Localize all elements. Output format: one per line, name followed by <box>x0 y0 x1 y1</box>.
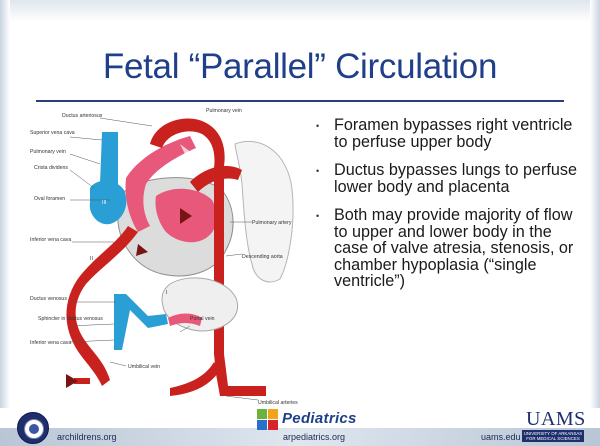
bullet-text: Foramen bypasses right ventricle to perf… <box>334 116 572 151</box>
label-crista-dividens: Crista dividens <box>34 165 68 171</box>
label-oval-foramen: Oval foramen <box>34 196 65 202</box>
footer-right-url[interactable]: uams.edu <box>481 432 521 442</box>
footer-center-url[interactable]: arpediatrics.org <box>283 432 345 442</box>
bullet-text: Ductus bypasses lungs to perfuse lower b… <box>334 161 577 196</box>
bullet-list: • Foramen bypasses right ventricle to pe… <box>316 117 588 302</box>
label-ductus-venosus: Ductus venosus <box>30 296 67 302</box>
pediatrics-logo: Pediatrics <box>257 409 353 431</box>
pediatrics-square-blue-icon <box>257 420 267 430</box>
label-pulmonary-vein-left: Pulmonary vein <box>30 149 66 155</box>
childrens-hospital-seal-icon <box>17 412 49 444</box>
bullet-item: • Foramen bypasses right ventricle to pe… <box>316 117 588 150</box>
title-underline <box>36 100 564 102</box>
label-pulmonary-vein-top: Pulmonary vein <box>206 108 242 114</box>
label-roman-ii: II <box>90 256 93 262</box>
uams-subtitle-line-2: FOR MEDICAL SCIENCES <box>522 436 584 441</box>
pediatrics-square-orange-icon <box>268 409 278 419</box>
label-umbilical-arteries: Umbilical arteries <box>258 400 298 406</box>
label-inferior-vena-cava: Inferior vena cava <box>30 237 71 243</box>
label-ductus-arteriosus: Ductus arteriosus <box>62 113 103 119</box>
seal-inner-ring <box>24 419 44 439</box>
slide-title: Fetal “Parallel” Circulation <box>0 47 600 87</box>
label-superior-vena-cava: Superior vena cava <box>30 130 75 136</box>
footer-left-url[interactable]: archildrens.org <box>57 432 117 442</box>
label-descending-aorta: Descending aorta <box>242 254 283 260</box>
bullet-dot-icon: • <box>316 163 319 180</box>
diagram-labels: Ductus arteriosus Pulmonary vein Superio… <box>30 104 305 410</box>
label-roman-iii: III <box>102 200 106 206</box>
bullet-text: Both may provide majority of flow to upp… <box>334 206 573 290</box>
pediatrics-wordmark: Pediatrics <box>282 410 357 427</box>
label-portal-vein: Portal vein <box>190 316 215 322</box>
label-pulmonary-artery: Pulmonary artery <box>252 220 292 226</box>
pediatrics-square-red-icon <box>268 420 278 430</box>
seal-core <box>29 424 39 434</box>
uams-wordmark: UAMS <box>526 408 586 431</box>
label-umbilical-vein: Umbilical vein <box>128 364 160 370</box>
bullet-item: • Both may provide majority of flow to u… <box>316 207 588 290</box>
bullet-item: • Ductus bypasses lungs to perfuse lower… <box>316 162 588 195</box>
label-inferior-vena-cava-low: Inferior vena cava <box>30 340 71 346</box>
uams-subtitle: UNIVERSITY OF ARKANSAS FOR MEDICAL SCIEN… <box>522 431 584 441</box>
pediatrics-square-green-icon <box>257 409 267 419</box>
bullet-dot-icon: • <box>316 208 319 225</box>
bullet-dot-icon: • <box>316 118 319 135</box>
label-sphincter: Sphincter in ductus venosus <box>38 316 103 322</box>
uams-subtitle-bar: UNIVERSITY OF ARKANSAS FOR MEDICAL SCIEN… <box>522 430 584 442</box>
label-roman-i: I <box>166 290 167 296</box>
fetal-circulation-diagram: Ductus arteriosus Pulmonary vein Superio… <box>30 104 305 410</box>
